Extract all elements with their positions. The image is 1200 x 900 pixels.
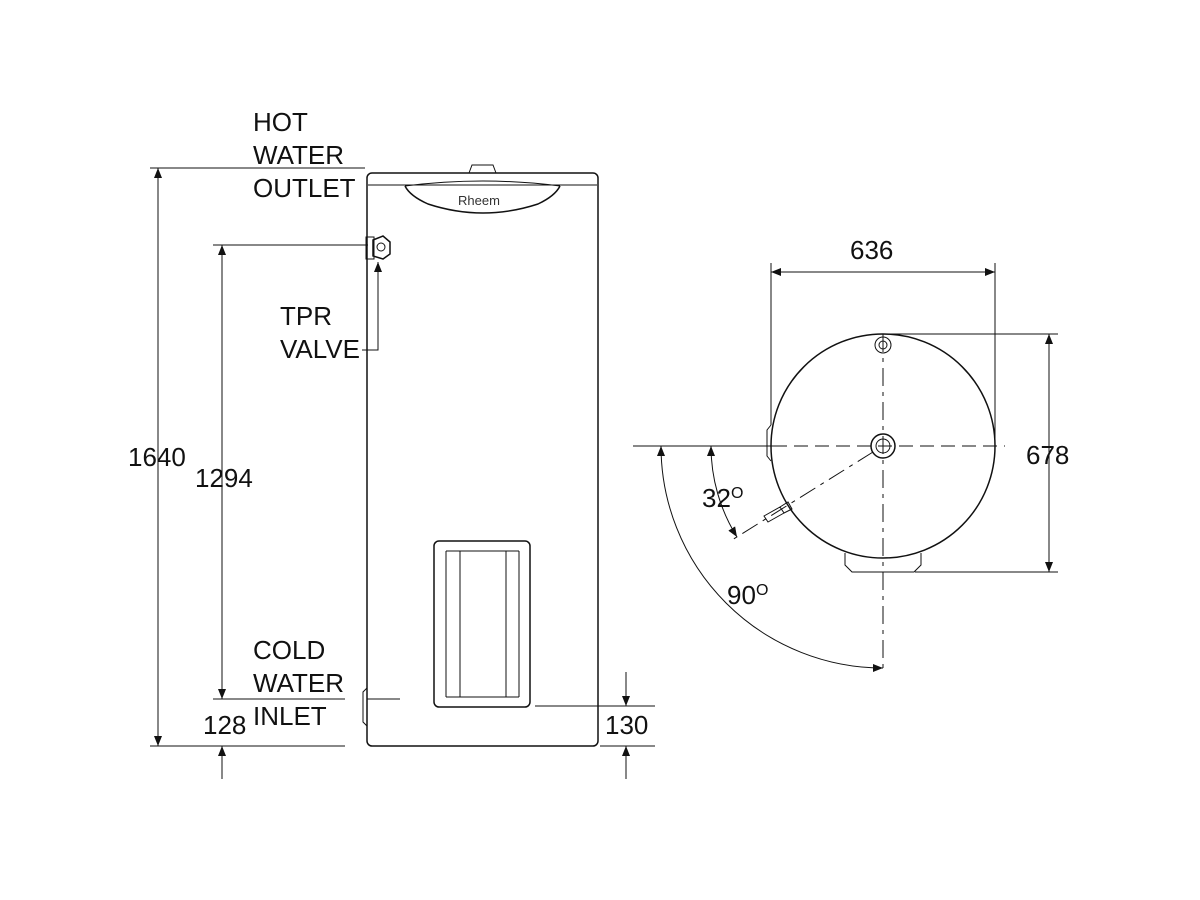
front-view: Rheem xyxy=(128,107,655,779)
top-fitting xyxy=(468,164,497,174)
tank-body xyxy=(366,172,599,747)
dim-128-value: 128 xyxy=(203,710,246,740)
angle-32-value: 32 xyxy=(702,483,731,513)
dim-678-value: 678 xyxy=(1026,440,1069,470)
brand-logo: Rheem xyxy=(458,193,500,208)
element-cover xyxy=(433,540,531,708)
dim-130-value: 130 xyxy=(605,710,648,740)
angle-90-value: 90 xyxy=(727,580,756,610)
angle-90-arc xyxy=(657,445,884,672)
tpr-valve-icon xyxy=(365,235,391,260)
dim-1640-value: 1640 xyxy=(128,442,186,472)
brand-badge xyxy=(404,185,561,214)
tpr-leader xyxy=(362,262,382,351)
dim-636-value: 636 xyxy=(850,235,893,265)
angle-32-degree: O xyxy=(731,485,743,502)
cold-water-inlet-label: COLD WATER INLET xyxy=(253,635,351,731)
tpr-valve-label: TPR VALVE xyxy=(280,301,360,364)
hot-water-outlet-label: HOT WATER OUTLET xyxy=(253,107,356,203)
dim-1294-value: 1294 xyxy=(195,463,253,493)
plan-view: 636 678 32 O 90 O xyxy=(633,235,1069,672)
angle-90-degree: O xyxy=(756,582,768,599)
cold-inlet-fitting xyxy=(362,687,368,727)
